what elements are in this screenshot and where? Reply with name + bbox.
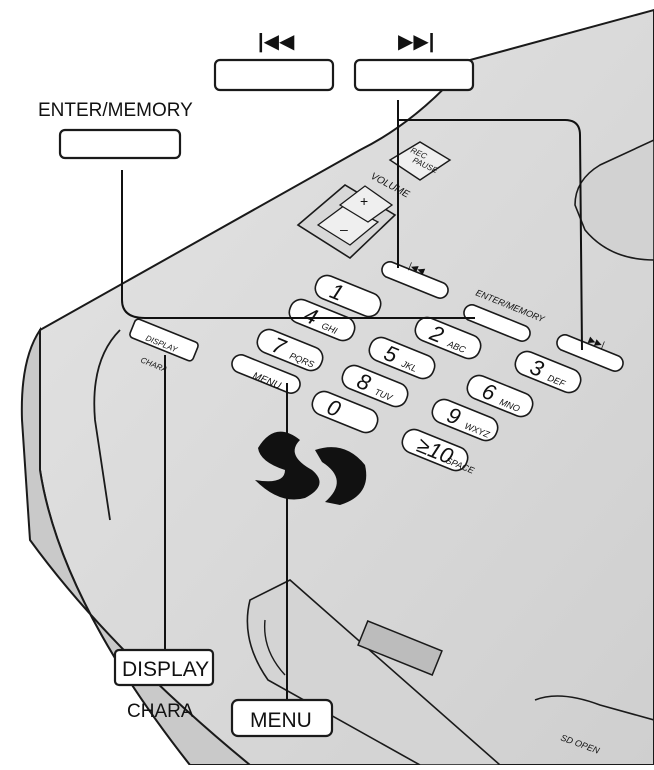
callout-next: ▶▶| xyxy=(353,31,475,92)
keypad-key-1[interactable]: 1 xyxy=(312,272,384,321)
device-next-key[interactable] xyxy=(555,332,626,373)
keypad-key-shape[interactable] xyxy=(254,326,326,374)
keypad-key-shape[interactable] xyxy=(429,396,501,444)
device-prev-key[interactable] xyxy=(380,259,451,300)
numeric-keypad: 12ABC3DEF4GHI5JKL6MNO7PQRS8TUV9WXYZ0≥10S… xyxy=(254,272,584,476)
keypad-key-shape[interactable] xyxy=(512,348,584,396)
keypad-key-shape[interactable] xyxy=(412,314,484,362)
callout-prev: |◀◀ xyxy=(213,31,335,92)
enter-memory-leader xyxy=(121,170,475,319)
device-menu-key[interactable] xyxy=(229,352,303,396)
callout-menu: MENU xyxy=(230,698,334,738)
device-display-key[interactable] xyxy=(129,318,200,362)
keypad-key-shape[interactable] xyxy=(309,388,381,436)
prev-callout-box xyxy=(213,58,335,92)
callout-enter-memory: ENTER/MEMORY xyxy=(38,100,193,160)
display-callout-text: DISPLAY xyxy=(122,658,209,681)
keypad-key-shape[interactable] xyxy=(339,362,411,410)
callout-display: DISPLAY CHARA xyxy=(113,648,215,722)
rec-pause-button[interactable] xyxy=(388,141,452,181)
next-callout-box xyxy=(353,58,475,92)
menu-callout-text: MENU xyxy=(250,709,312,732)
keypad-key-shape[interactable] xyxy=(399,426,471,474)
leader-lines xyxy=(121,100,583,700)
enter-memory-title: ENTER/MEMORY xyxy=(38,100,193,121)
next-leader xyxy=(398,119,583,351)
volume-plus-label: + xyxy=(360,193,368,209)
device-enter-memory-key[interactable] xyxy=(462,302,533,343)
keypad-key-shape[interactable] xyxy=(464,372,536,420)
next-icon: ▶▶| xyxy=(398,31,434,53)
display-callout-box xyxy=(113,648,215,687)
keypad-key-shape[interactable] xyxy=(366,334,438,382)
card-slot xyxy=(357,619,443,677)
prev-icon: |◀◀ xyxy=(258,31,295,53)
volume-minus-label: – xyxy=(340,221,348,237)
keypad-key-shape[interactable] xyxy=(286,296,358,344)
menu-callout-box xyxy=(230,698,334,738)
keypad-key-shape[interactable] xyxy=(312,272,384,320)
enter-memory-callout-box xyxy=(58,128,182,160)
chara-callout-text: CHARA xyxy=(127,701,194,722)
device-function-keys: DISPLAY CHARA MENU xyxy=(129,318,303,396)
volume-plus-button[interactable] xyxy=(338,185,394,223)
keypad-key-10[interactable]: 0 xyxy=(309,388,381,437)
